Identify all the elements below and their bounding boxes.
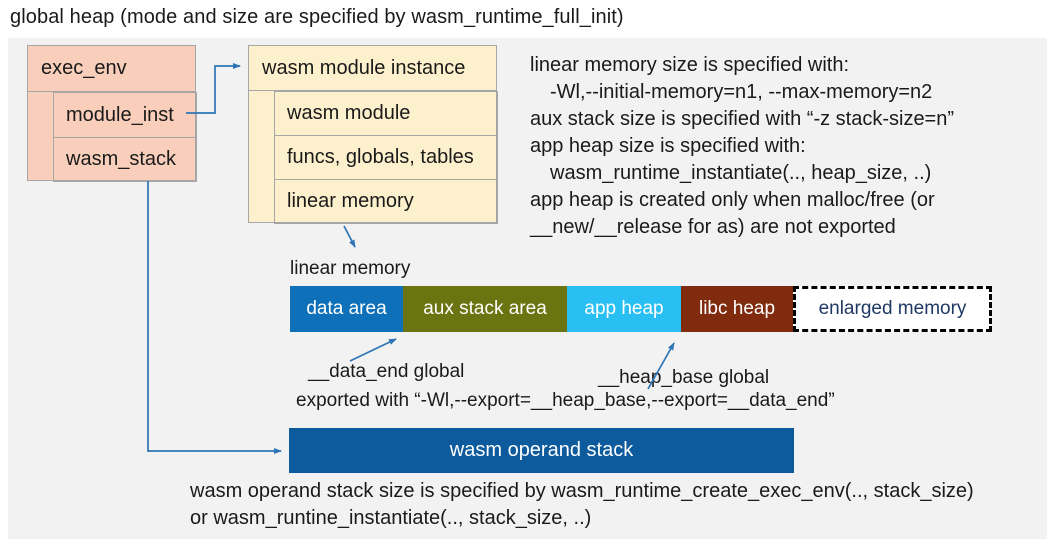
module-field-funcs-globals-tables: funcs, globals, tables [274, 135, 498, 180]
exec-env-header: exec_env [28, 46, 195, 92]
wasm-module-instance-box: wasm module instance wasm module funcs, … [248, 45, 498, 224]
module-field-wasm-module: wasm module [274, 91, 498, 136]
segment-aux-stack-area: aux stack area [403, 286, 567, 332]
note-linear-memory-size: linear memory size is specified with: [530, 54, 849, 76]
segment-enlarged-memory: enlarged memory [793, 286, 992, 332]
heap-base-global-label: __heap_base global [598, 367, 770, 388]
size-notes: linear memory size is specified with: -W… [530, 52, 1045, 241]
note-instantiate-call: wasm_runtime_instantiate(.., heap_size, … [550, 162, 932, 184]
data-end-global-label: __data_end global [308, 361, 465, 382]
diagram-title: global heap (mode and size are specified… [10, 6, 624, 28]
segment-app-heap: app heap [567, 286, 681, 332]
segment-libc-heap: libc heap [681, 286, 793, 332]
linear-memory-label: linear memory [290, 258, 411, 279]
linear-memory-bar: data area aux stack area app heap libc h… [290, 286, 992, 332]
exec-env-box: exec_env module_inst wasm_stack [27, 45, 197, 182]
exec-env-field-wasm-stack: wasm_stack [53, 137, 197, 182]
segment-data-area: data area [290, 286, 403, 332]
note-linker-flags: -Wl,--initial-memory=n1, --max-memory=n2 [550, 81, 933, 103]
note-aux-stack-size: aux stack size is specified with “-z sta… [530, 108, 955, 130]
operand-stack-note-line-2: or wasm_runtine_instantiate(.., stack_si… [190, 507, 592, 529]
export-note: exported with “-Wl,--export=__heap_base,… [296, 390, 835, 411]
operand-stack-note: wasm operand stack size is specified by … [190, 478, 974, 532]
note-app-heap-created-2: __new/__release for as) are not exported [530, 216, 896, 238]
module-field-linear-memory: linear memory [274, 179, 498, 224]
note-app-heap-size: app heap size is specified with: [530, 135, 806, 157]
exec-env-field-module-inst: module_inst [53, 92, 197, 138]
wasm-operand-stack-label: wasm operand stack [449, 439, 634, 461]
wasm-module-instance-header: wasm module instance [249, 46, 496, 91]
wasm-operand-stack-bar: wasm operand stack [289, 428, 794, 473]
operand-stack-note-line-1: wasm operand stack size is specified by … [190, 480, 974, 502]
note-app-heap-created-1: app heap is created only when malloc/fre… [530, 189, 935, 211]
